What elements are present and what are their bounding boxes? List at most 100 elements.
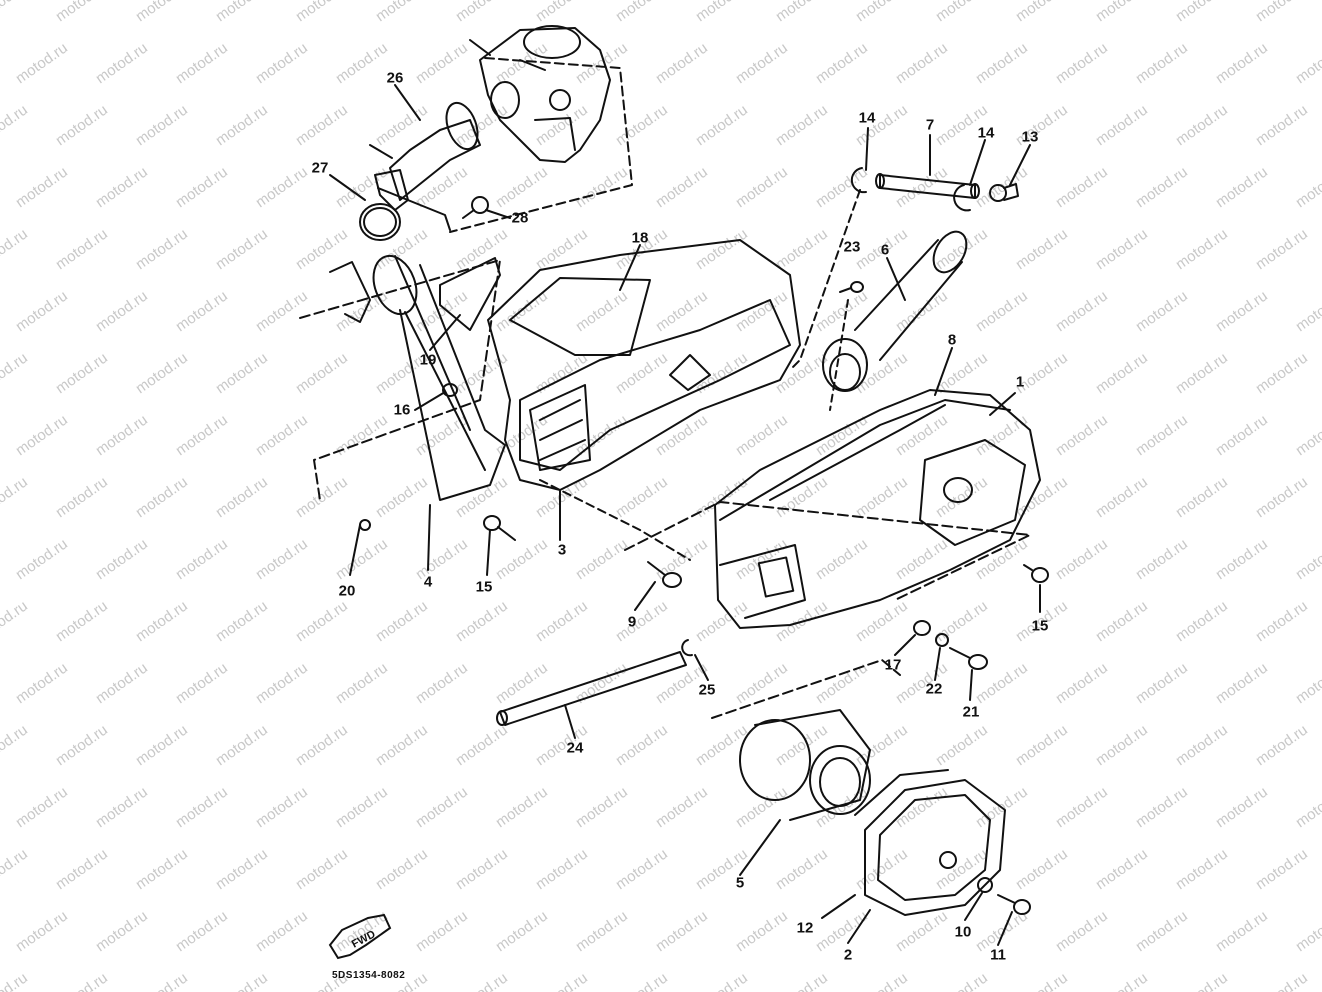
watermark-text: motod.ru [1213,287,1271,335]
watermark-text: motod.ru [813,287,871,335]
watermark-text: motod.ru [173,39,231,87]
element-guide-line [711,659,901,719]
leader-6 [886,257,906,301]
assembly-guide-line [299,259,501,501]
watermark-text: motod.ru [1253,0,1311,25]
watermark-text: motod.ru [1213,535,1271,583]
watermark-text: motod.ru [13,659,71,707]
screw-9-part [647,561,682,588]
watermark-text: motod.ru [1093,845,1151,893]
watermark-text: motod.ru [573,783,631,831]
cover-19-part [439,257,501,331]
watermark-text: motod.ru [493,783,551,831]
watermark-text: motod.ru [733,783,791,831]
watermark-text: motod.ru [973,163,1031,211]
leader-14-left [865,127,869,171]
watermark-text: motod.ru [773,969,831,992]
watermark-text: motod.ru [1013,969,1071,992]
watermark-text: motod.ru [533,597,591,645]
screw-21-part [949,647,988,670]
watermark-text: motod.ru [1133,163,1191,211]
watermark-text: motod.ru [773,0,831,25]
watermark-text: motod.ru [973,659,1031,707]
watermark-text: motod.ru [1293,163,1322,211]
watermark-text: motod.ru [13,163,71,211]
gasket-8-part [769,404,946,501]
watermark-text: motod.ru [413,535,471,583]
watermark-text: motod.ru [1133,287,1191,335]
clip-14-right-part [953,184,971,212]
watermark-text: motod.ru [1053,39,1111,87]
clip-14-left-part [850,167,867,194]
air-filter-case-part [487,239,801,491]
watermark-text: motod.ru [1213,163,1271,211]
washer-22-part [935,633,949,647]
watermark-text: motod.ru [933,473,991,521]
watermark-text: motod.ru [973,39,1031,87]
watermark-text: motod.ru [373,721,431,769]
watermark-text: motod.ru [1013,0,1071,25]
bolt-15-right-part [1023,564,1049,583]
watermark-text: motod.ru [933,969,991,992]
callout-26: 26 [386,69,404,87]
watermark-text: motod.ru [1293,535,1322,583]
watermark-text: motod.ru [1013,721,1071,769]
watermark-text: motod.ru [1173,349,1231,397]
watermark-text: motod.ru [133,597,191,645]
callout-13: 13 [1021,128,1039,146]
watermark-text: motod.ru [893,783,951,831]
watermark-text: motod.ru [613,721,671,769]
watermark-text: motod.ru [413,907,471,955]
watermark-text: motod.ru [253,411,311,459]
screw-13-part [989,183,1019,202]
callout-23: 23 [843,238,861,256]
watermark-text: motod.ru [1213,659,1271,707]
clamp-20-screw [359,519,371,531]
watermark-text: motod.ru [493,907,551,955]
watermark-text: motod.ru [333,39,391,87]
watermark-text: motod.ru [893,39,951,87]
watermark-text: motod.ru [573,287,631,335]
watermark-text: motod.ru [53,473,111,521]
watermark-text: motod.ru [293,597,351,645]
watermark-text: motod.ru [293,349,351,397]
leader-28 [485,209,511,219]
watermark-text: motod.ru [1093,597,1151,645]
watermark-text: motod.ru [0,349,31,397]
watermark-text: motod.ru [213,225,271,273]
watermark-text: motod.ru [293,721,351,769]
watermark-text: motod.ru [173,411,231,459]
watermark-text: motod.ru [1253,845,1311,893]
watermark-text: motod.ru [493,535,551,583]
watermark-text: motod.ru [653,411,711,459]
callout-6: 6 [880,241,890,259]
case-cap-2-part [864,779,1006,916]
watermark-text: motod.ru [693,473,751,521]
carburetor-part [469,25,611,163]
intake-joint-part [369,101,481,231]
leader-27 [329,174,366,201]
leader-13 [1009,144,1031,186]
leader-12 [821,894,856,919]
watermark-text: motod.ru [53,969,111,992]
watermark-text: motod.ru [1173,225,1231,273]
watermark-text: motod.ru [813,535,871,583]
watermark-text: motod.ru [1213,907,1271,955]
callout-18: 18 [631,229,649,247]
callout-17: 17 [884,656,902,674]
leader-8 [934,347,953,396]
leader-19 [429,314,461,351]
callout-25: 25 [698,681,716,699]
callout-10: 10 [954,923,972,941]
diagram-code: 5DS1354-8082 [332,970,406,981]
watermark-text: motod.ru [1093,0,1151,25]
watermark-text: motod.ru [693,101,751,149]
watermark-text: motod.ru [533,0,591,25]
callout-28: 28 [511,209,529,227]
watermark-text: motod.ru [1293,287,1322,335]
watermark-text: motod.ru [133,101,191,149]
watermark-text: motod.ru [573,907,631,955]
watermark-text: motod.ru [1053,411,1111,459]
watermark-text: motod.ru [1213,411,1271,459]
watermark-text: motod.ru [613,845,671,893]
